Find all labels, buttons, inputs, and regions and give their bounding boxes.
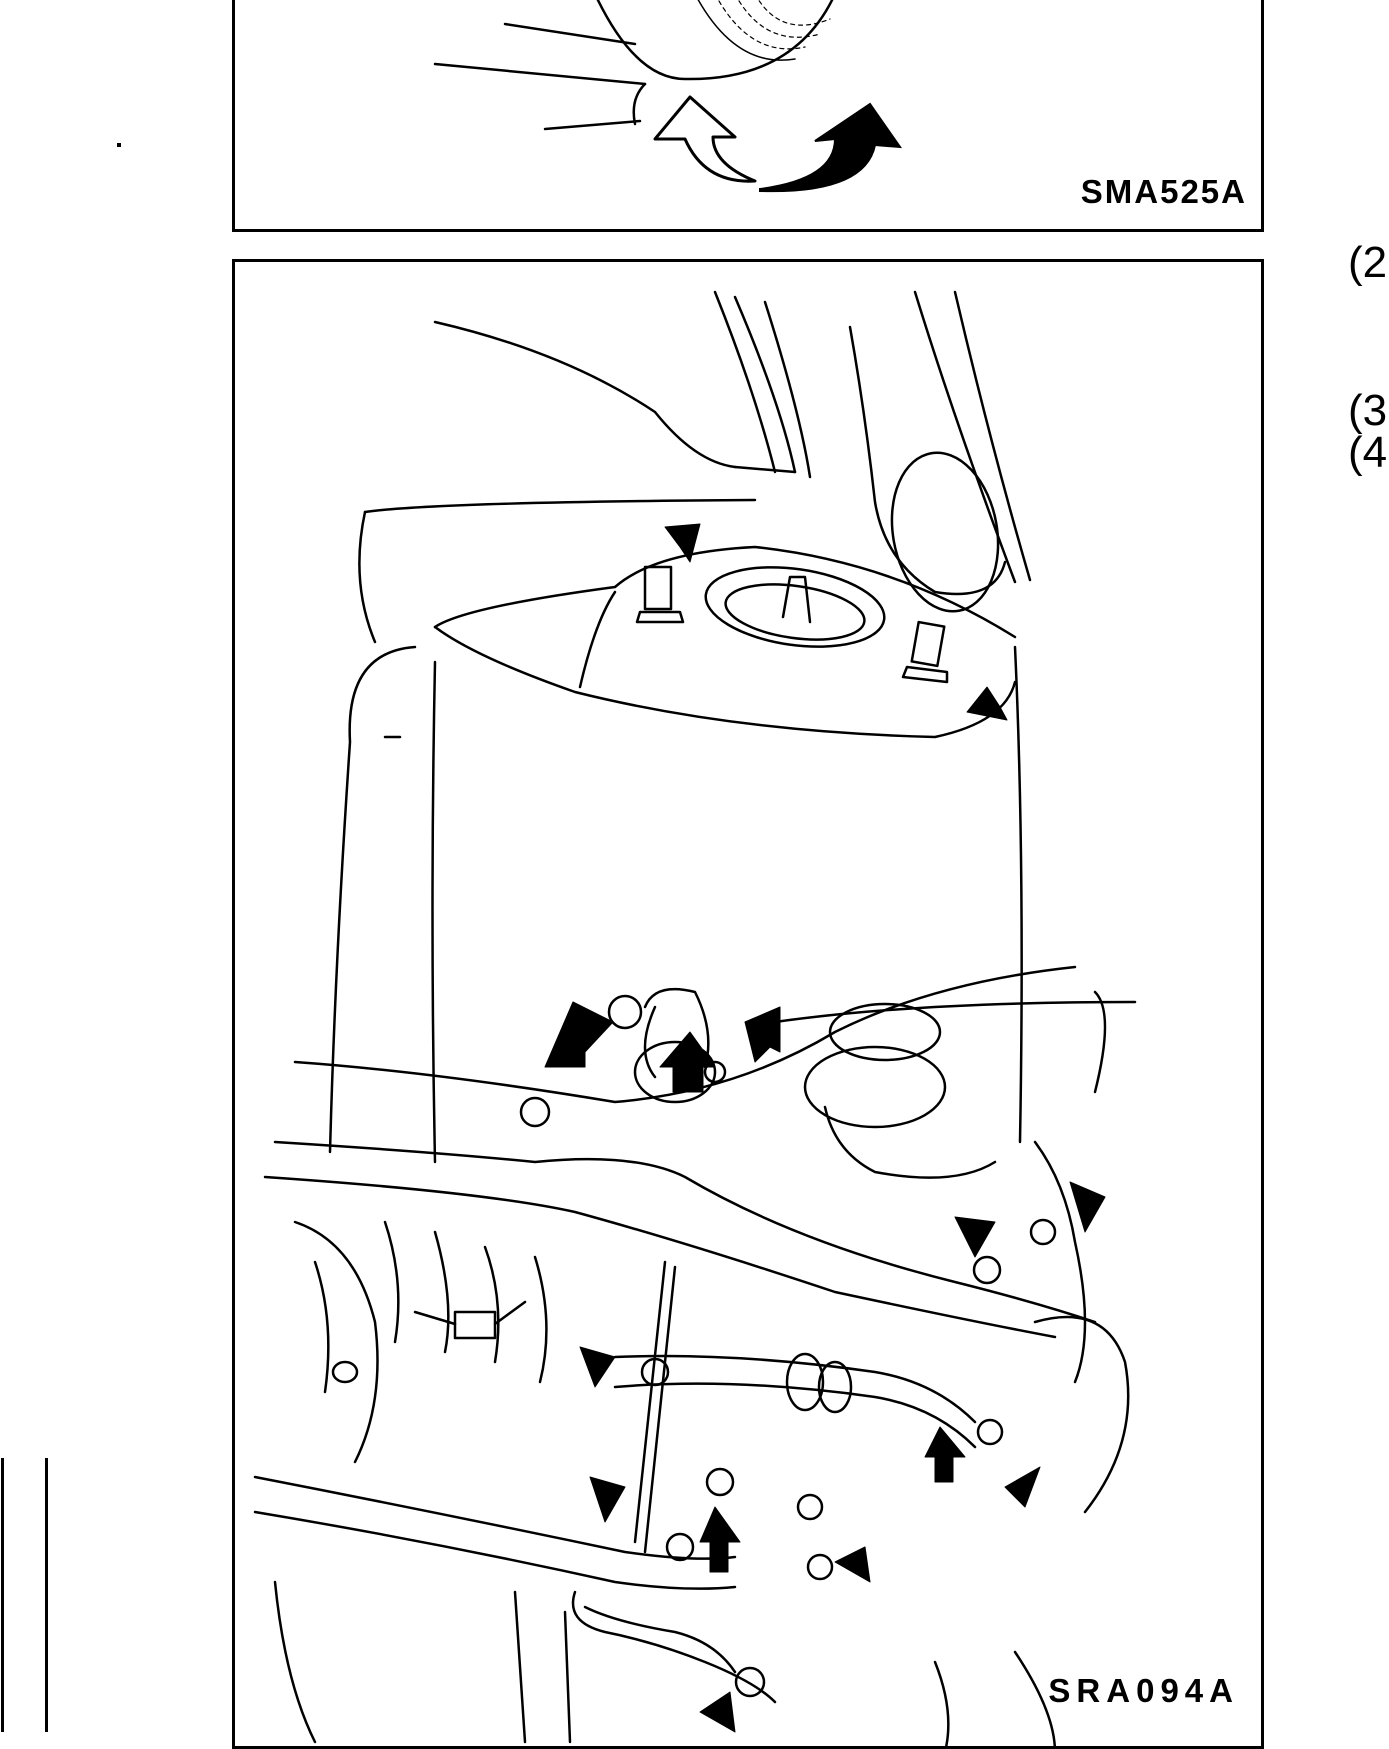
pointer-arrow-icon <box>699 1691 736 1733</box>
figure-code-top: SMA525A <box>1080 173 1247 210</box>
pointer-arrow-icon <box>924 1426 966 1483</box>
page-dot <box>117 143 121 147</box>
pointer-arrow-icon <box>664 523 701 563</box>
pointer-arrow-icon <box>659 1031 716 1093</box>
pointer-arrow-icon <box>954 1216 996 1258</box>
tire-rotation-illustration <box>433 0 903 193</box>
pointer-arrow-icon <box>589 1476 626 1523</box>
suspension-mounting-illustration <box>253 290 1137 1746</box>
pointer-arrow-icon <box>834 1546 871 1583</box>
curved-arrow-icon <box>653 95 757 183</box>
step-label-2: (2 <box>1348 238 1388 287</box>
pointer-arrow-icon <box>759 102 903 193</box>
pointer-arrow-icon <box>579 1346 616 1388</box>
step-label-3: (3 <box>1348 386 1388 435</box>
page-edge-line-right <box>45 1458 48 1732</box>
pointer-arrow-icon <box>744 1006 781 1063</box>
pointer-arrow-icon <box>699 1506 741 1573</box>
page-edge-line-left <box>1 1458 4 1732</box>
pointer-arrow-icon <box>966 686 1008 721</box>
pointer-arrow-icon <box>1004 1466 1041 1508</box>
figure-code-bottom: SRA094A <box>1048 1672 1239 1709</box>
step-label-4: (4 <box>1348 428 1388 477</box>
pointer-arrow-icon <box>544 1001 614 1068</box>
figure-panel-top: SMA525A <box>232 0 1264 232</box>
pointer-arrow-icon <box>1069 1181 1106 1233</box>
figure-panel-bottom: SRA094A <box>232 259 1264 1749</box>
